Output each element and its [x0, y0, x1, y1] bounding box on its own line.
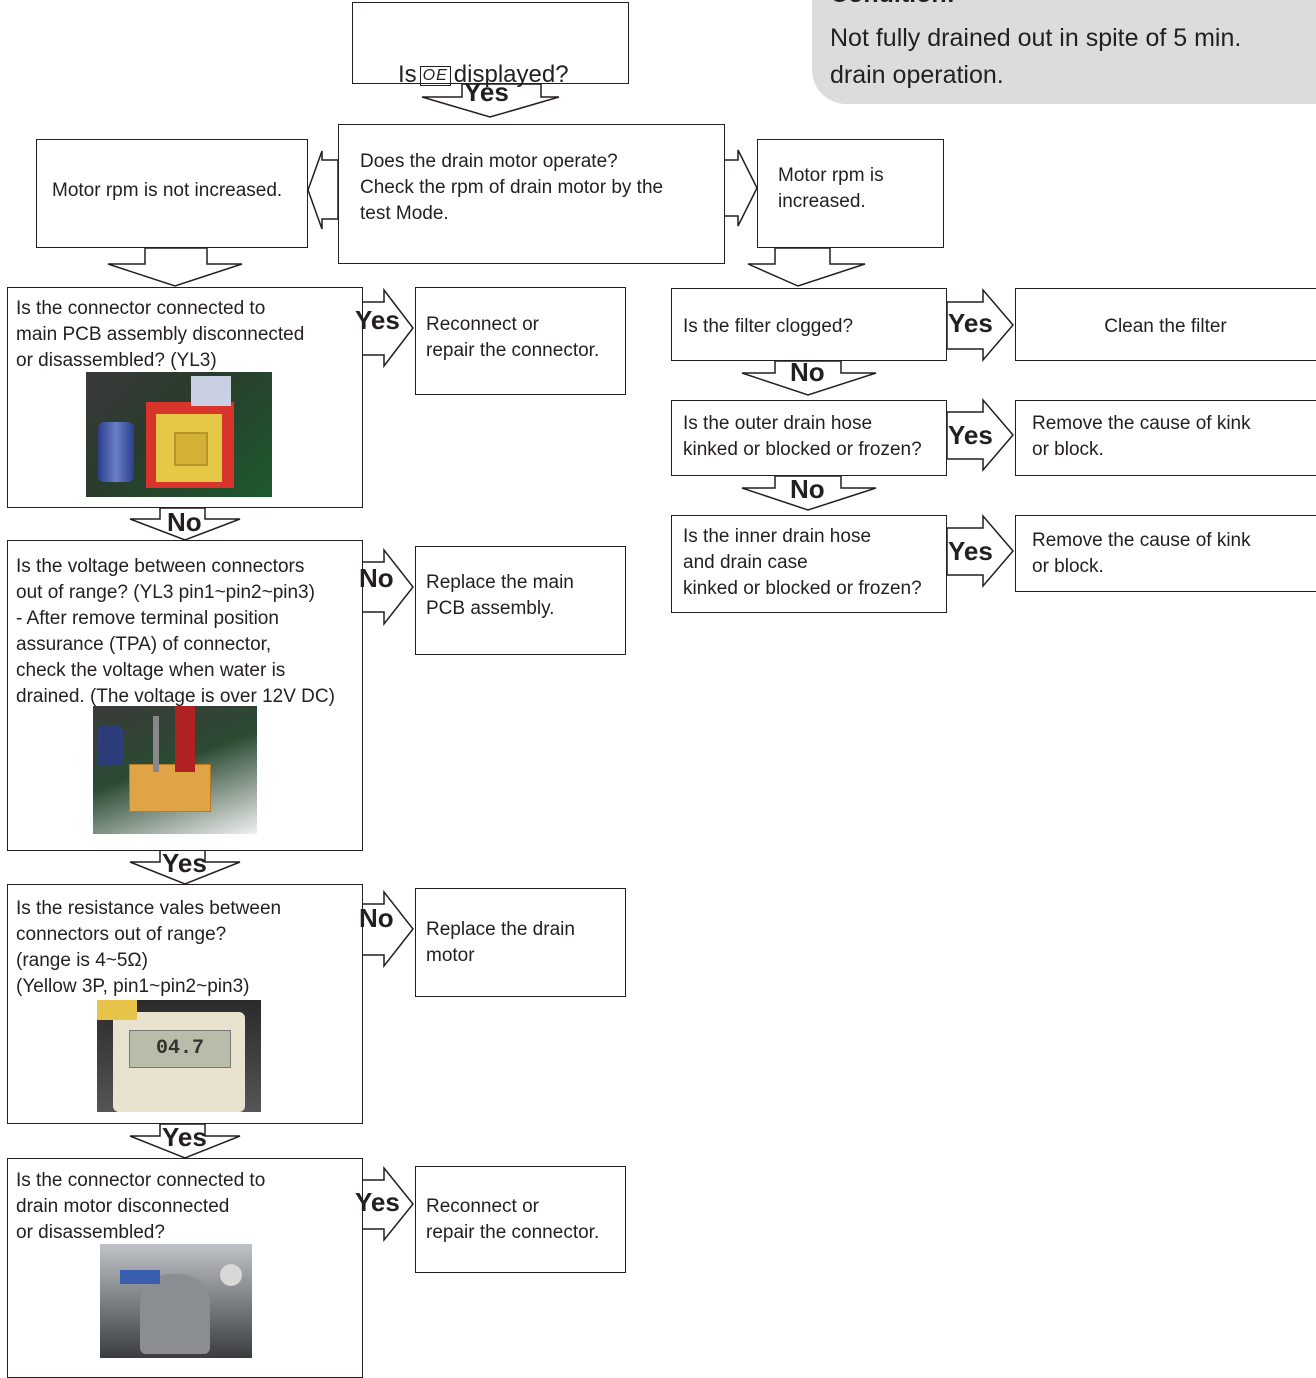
left-step-1-question: Is the connector connected to main PCB a…	[16, 298, 305, 371]
condition-panel: Condition: Not fully drained out in spit…	[812, 0, 1316, 104]
yes-label-start: Yes	[464, 77, 509, 107]
right-step-2-question: Is the outer drain hose kinked or blocke…	[683, 413, 922, 460]
left-step-3-action: Replace the drain motor	[426, 919, 575, 966]
left-branch-text: Motor rpm is not increased.	[52, 180, 283, 201]
voltage-check-photo	[93, 706, 257, 834]
arrow-left3-down	[129, 1123, 241, 1159]
left-step-1-action-box	[415, 287, 626, 395]
right-step-1-next-label: No	[790, 357, 825, 387]
start-suffix: displayed?	[453, 61, 569, 88]
right-step-2-side-label: Yes	[948, 420, 993, 450]
left-step-3-action-box	[415, 888, 626, 997]
right-step-1-action: Clean the filter	[1104, 316, 1227, 337]
left-step-1-action: Reconnect or repair the connector.	[426, 314, 600, 361]
right-step-3-question: Is the inner drain hose and drain case k…	[683, 526, 922, 599]
arrow-left-branch-down	[107, 247, 243, 287]
right-step-3-action: Remove the cause of kink or block.	[1032, 530, 1251, 577]
start-prefix: Is	[398, 61, 417, 88]
left-step-1-side-label: Yes	[355, 305, 400, 335]
right-step-1-question: Is the filter clogged?	[683, 316, 854, 337]
left-step-2-side-label: No	[359, 563, 394, 593]
right-step-1-box	[671, 288, 947, 361]
arrow-center-right	[722, 149, 758, 227]
arrow-center-left	[307, 150, 339, 230]
right-step-2-action-box	[1015, 400, 1316, 476]
condition-title: Condition:	[830, 0, 955, 9]
drain-motor-photo	[100, 1244, 252, 1358]
start-box	[352, 2, 629, 84]
multimeter-photo: 04.7	[97, 1000, 261, 1112]
left-step-4-action: Reconnect or repair the connector.	[426, 1196, 600, 1243]
left-step-2-action: Replace the main PCB assembly.	[426, 572, 574, 619]
center-question: Does the drain motor operate? Check the …	[360, 151, 664, 224]
right-step-2-action: Remove the cause of kink or block.	[1032, 413, 1251, 460]
arrow-right2-down	[741, 475, 877, 511]
arrow-left2-down	[129, 849, 241, 885]
right-step-1-side-label: Yes	[948, 308, 993, 338]
right-step-3-action-box	[1015, 515, 1316, 592]
arrow-right1-down	[741, 360, 877, 396]
left-step-4-side-label: Yes	[355, 1187, 400, 1217]
right-branch-box	[757, 139, 944, 248]
left-step-3-question: Is the resistance vales between connecto…	[16, 898, 282, 997]
pcb-connector-photo	[86, 372, 272, 497]
arrow-left4-right	[361, 1165, 414, 1243]
meter-reading: 04.7	[129, 1030, 231, 1068]
left-step-1-next-label: No	[167, 507, 202, 537]
right-step-2-box	[671, 400, 947, 476]
arrow-right1-right	[946, 287, 1014, 363]
center-question-box	[338, 124, 725, 264]
left-step-3-side-label: No	[359, 903, 394, 933]
arrow-left2-right	[361, 547, 414, 627]
right-step-3-side-label: Yes	[948, 536, 993, 566]
left-step-4-question: Is the connector connected to drain moto…	[16, 1170, 266, 1243]
right-step-1-action-box	[1015, 288, 1316, 361]
condition-text: Not fully drained out in spite of 5 min.…	[830, 24, 1242, 89]
left-step-2-next-label: Yes	[162, 848, 207, 878]
arrow-right-branch-down	[747, 247, 866, 287]
right-step-3-box	[671, 515, 947, 613]
left-branch-box	[36, 139, 308, 248]
arrow-start-down	[421, 83, 560, 118]
right-step-2-next-label: No	[790, 474, 825, 504]
left-step-2-question: Is the voltage between connectors out of…	[16, 556, 335, 707]
left-step-3-next-label: Yes	[162, 1122, 207, 1152]
oe-display-icon: OE	[419, 65, 451, 86]
arrow-right2-right	[946, 397, 1014, 473]
arrow-left1-right	[361, 287, 414, 369]
arrow-left1-down	[129, 507, 241, 541]
left-step-4-action-box	[415, 1166, 626, 1273]
right-branch-text: Motor rpm is increased.	[778, 165, 884, 212]
arrow-right3-right	[946, 513, 1014, 589]
arrow-left3-right	[361, 889, 414, 969]
left-step-2-action-box	[415, 546, 626, 655]
